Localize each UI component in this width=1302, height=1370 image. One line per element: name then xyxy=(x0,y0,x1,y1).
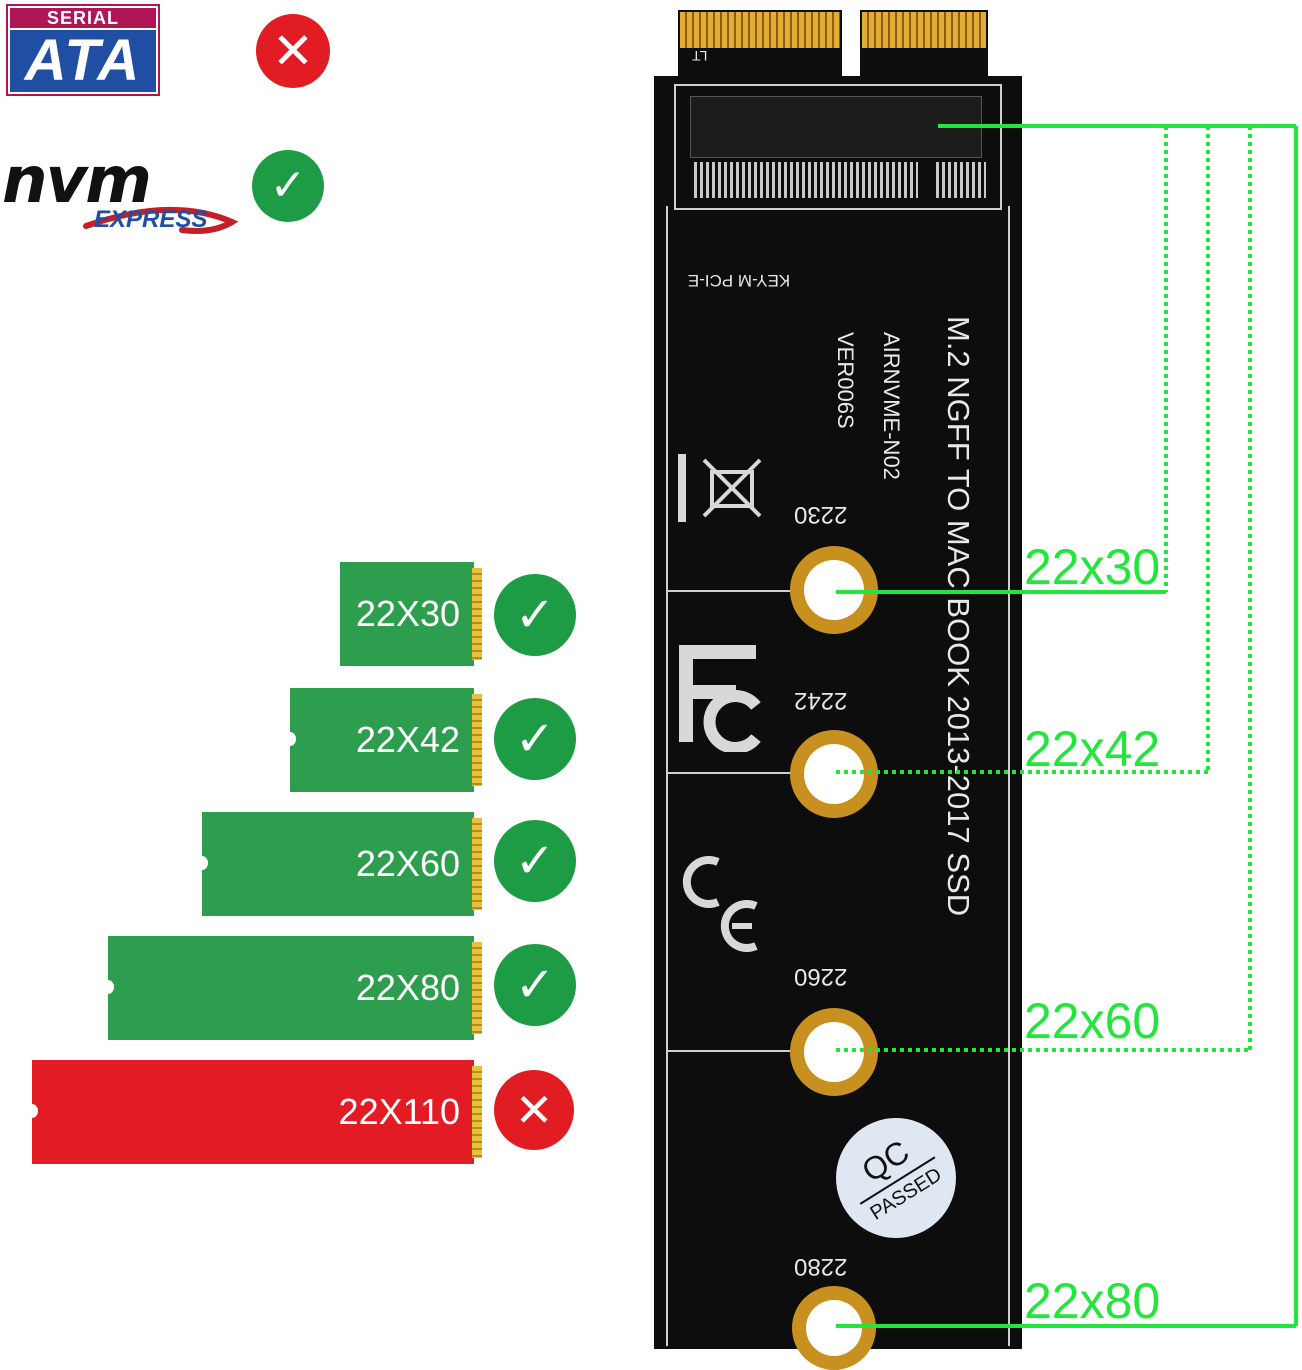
nvm-logo-swoosh xyxy=(83,206,238,234)
ssd-size-label: 22X30 xyxy=(355,593,460,634)
sata-logo-main-text: ATA xyxy=(10,30,156,92)
sata-unsupported-x-icon: ✕ xyxy=(256,14,330,88)
callout-22x30: 22x30 xyxy=(1024,539,1161,595)
ssd-gold-connector xyxy=(472,568,482,660)
silkscreen-divider xyxy=(668,590,792,592)
ssd-notch xyxy=(102,980,114,994)
mounting-hole-2230 xyxy=(790,546,878,634)
mounting-hole-2242 xyxy=(790,730,878,818)
gold-fingers-right xyxy=(862,12,986,48)
ssd-size-bar-22x30: 22X30 xyxy=(340,562,482,666)
callout-22x60: 22x60 xyxy=(1024,993,1161,1049)
ssd-22x30-check-icon: ✓ xyxy=(494,574,576,656)
ssd-gold-connector xyxy=(472,818,482,910)
weee-bin-icon xyxy=(702,458,762,518)
nvme-supported-check-icon: ✓ xyxy=(252,150,324,222)
ssd-22x80-check-icon: ✓ xyxy=(494,944,576,1026)
m2-slot-pins-left xyxy=(694,162,918,198)
callout-22x42: 22x42 xyxy=(1024,721,1161,777)
callout-22x80: 22x80 xyxy=(1024,1273,1161,1329)
nvm-express-logo: nvm EXPRESS xyxy=(2,144,238,236)
weee-bar xyxy=(678,454,686,522)
ssd-size-label: 22X60 xyxy=(355,843,460,884)
ssd-notch xyxy=(26,1104,38,1118)
ssd-notch xyxy=(196,856,208,870)
ssd-22x60-check-icon: ✓ xyxy=(494,820,576,902)
m2-slot-body xyxy=(690,96,982,158)
ssd-22x110-x-icon: ✕ xyxy=(494,1070,574,1150)
nvm-logo-express: EXPRESS xyxy=(94,206,208,233)
ssd-size-label: 22X110 xyxy=(338,1091,460,1132)
ssd-gold-connector xyxy=(472,1066,482,1158)
ssd-size-bar-22x110: 22X110 xyxy=(26,1060,482,1164)
ssd-gold-connector xyxy=(472,694,482,786)
m2-slot-outline xyxy=(674,84,1002,210)
ssd-notch xyxy=(284,732,296,746)
qc-passed-sticker: QC PASSED xyxy=(836,1118,956,1238)
ssd-size-label: 22X42 xyxy=(355,719,460,760)
ce-mark-icon xyxy=(682,856,758,952)
silkscreen-divider xyxy=(668,772,792,774)
ssd-size-bar-22x80: 22X80 xyxy=(102,936,482,1040)
gold-fingers-left xyxy=(680,12,840,48)
sata-logo-top-text: SERIAL xyxy=(10,8,156,28)
m2-slot-pins-right xyxy=(936,162,986,198)
fcc-mark-icon xyxy=(679,645,761,752)
ssd-22x42-check-icon: ✓ xyxy=(494,698,576,780)
board-silkscreen-outline xyxy=(666,206,1010,1346)
ssd-size-bar-22x60: 22X60 xyxy=(196,812,482,916)
nvm-logo-word: nvm xyxy=(2,144,152,218)
sata-logo: SERIAL ATA xyxy=(6,4,160,96)
adapter-board: LT KEY-M PCI-E M.2 NGFF TO MAC BOOK 2013… xyxy=(654,10,1022,1370)
ssd-gold-connector xyxy=(472,942,482,1034)
silkscreen-divider xyxy=(668,1050,792,1052)
ssd-size-bar-22x42: 22X42 xyxy=(284,688,482,792)
ssd-size-label: 22X80 xyxy=(355,967,460,1008)
